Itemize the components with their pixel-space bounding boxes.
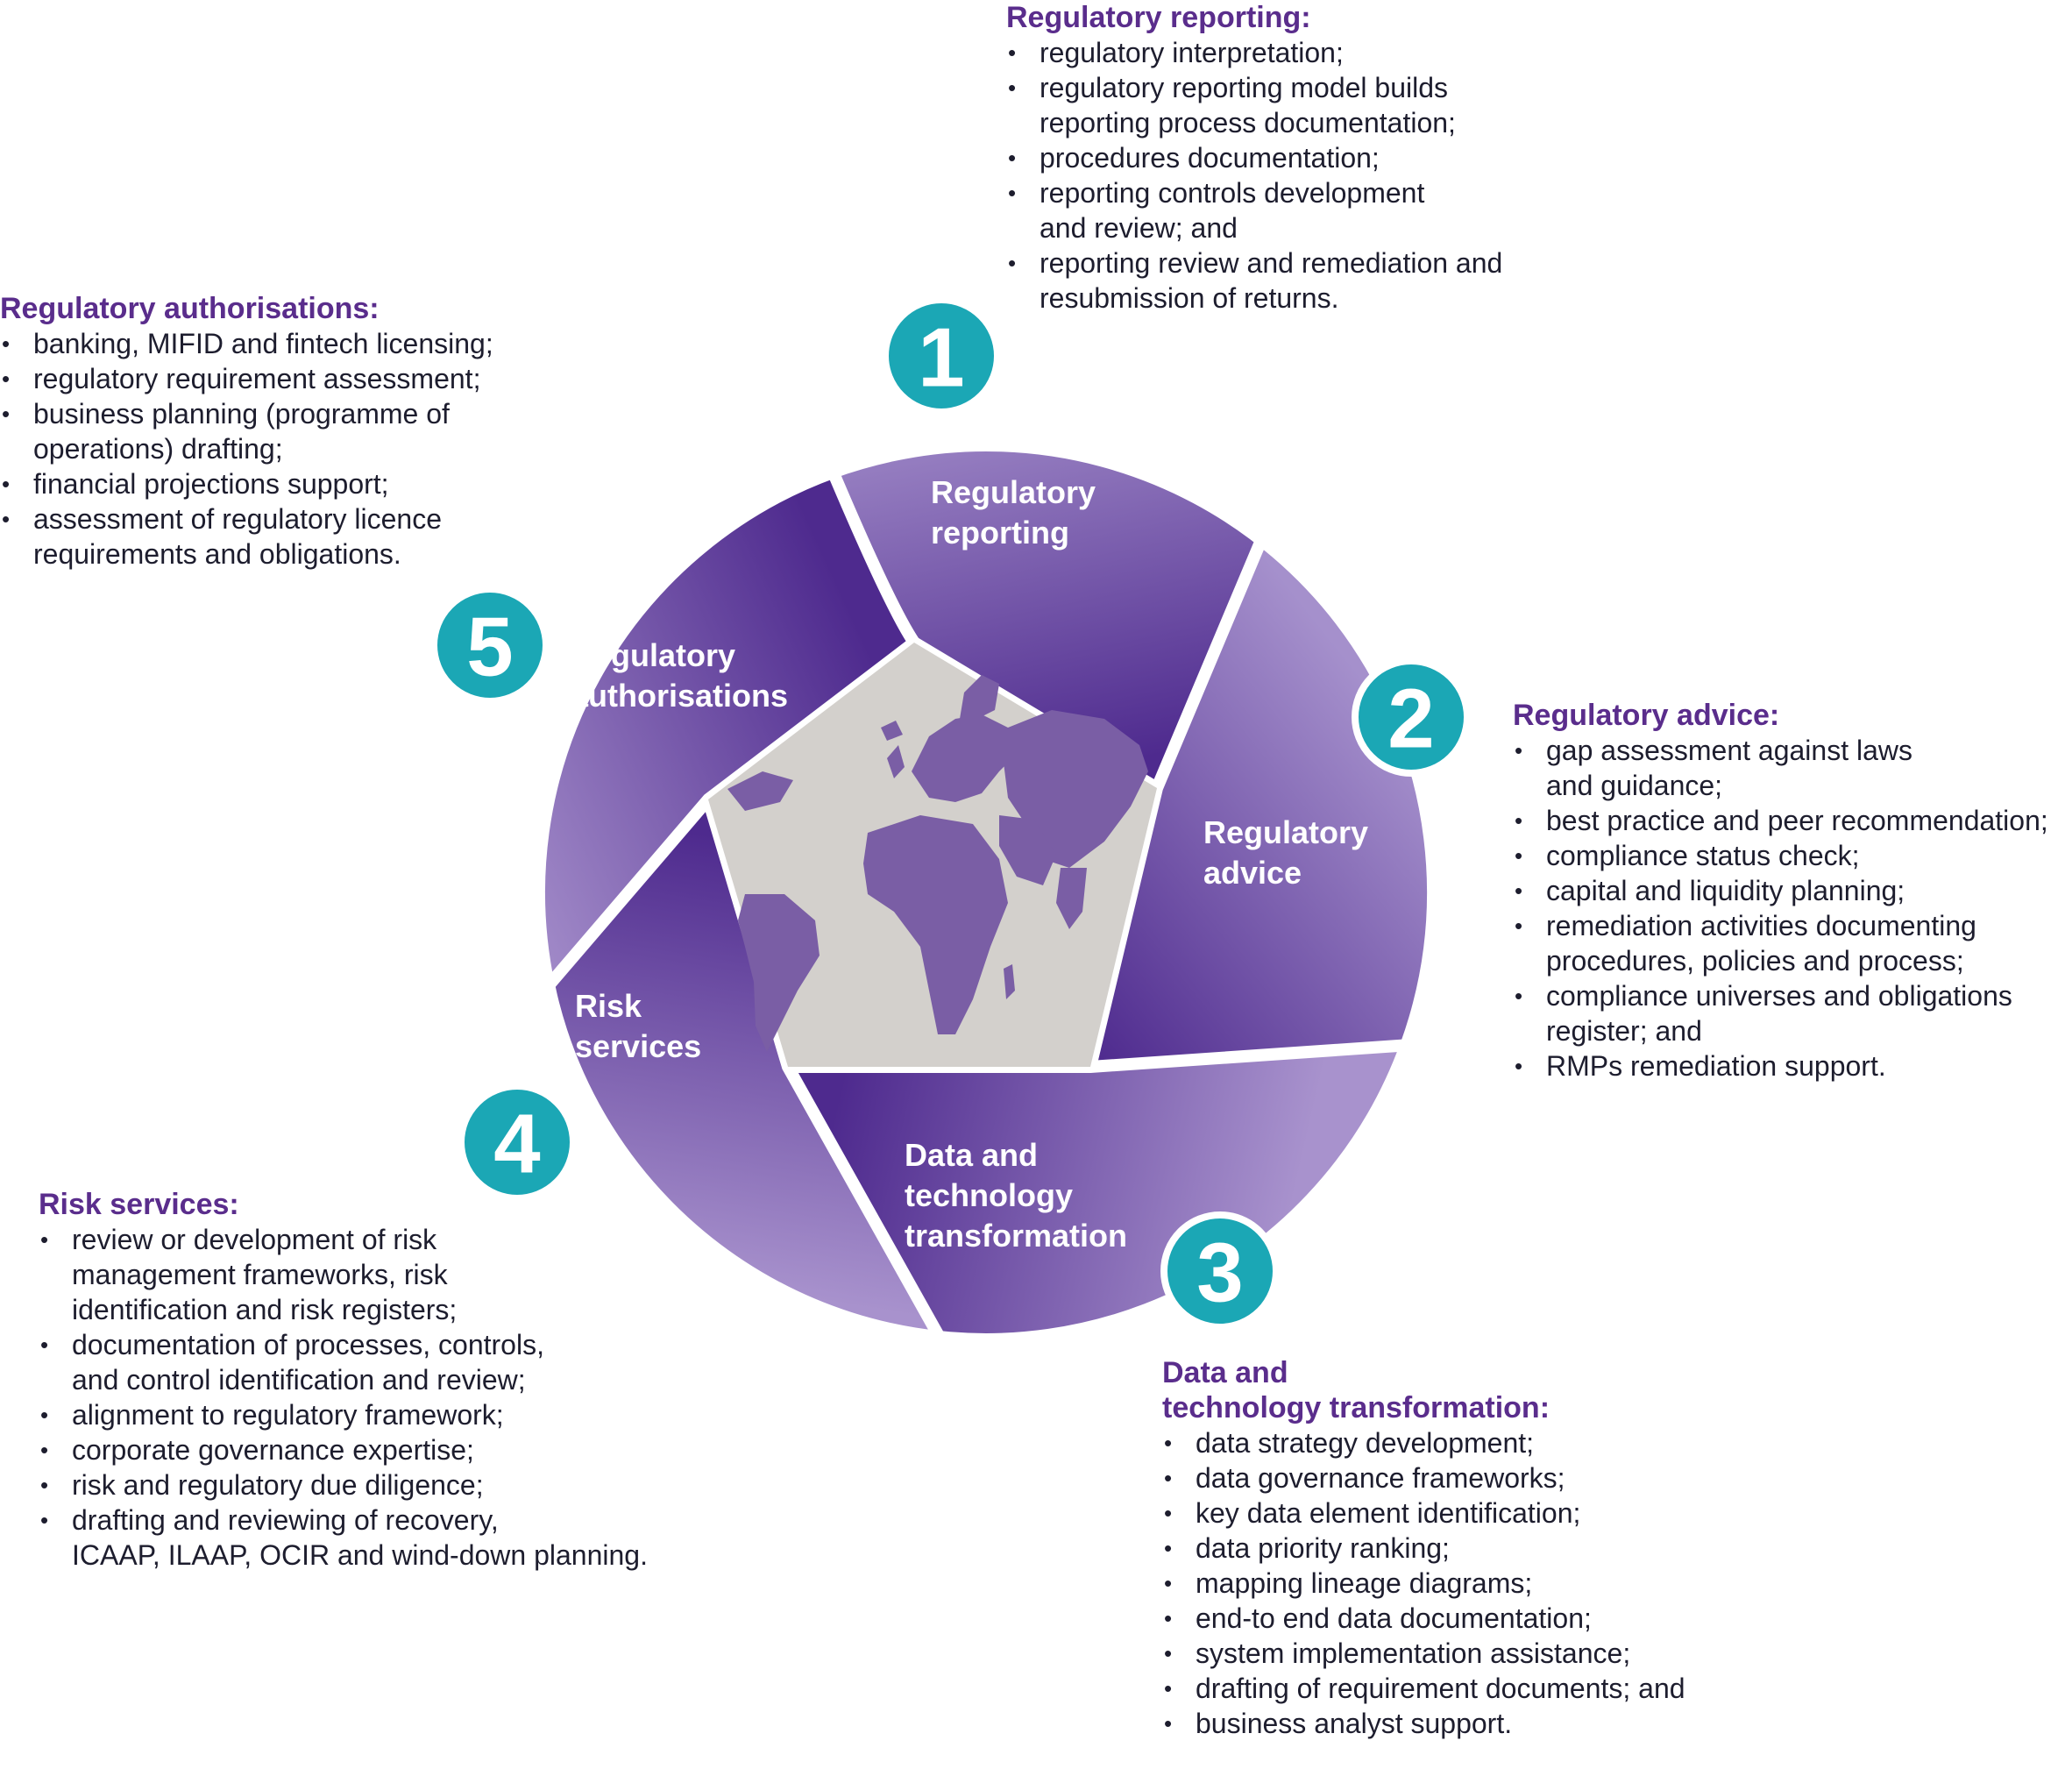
list-item: banking, MIFID and fintech licensing; <box>0 326 543 361</box>
list-item: key data element identification; <box>1162 1495 1758 1531</box>
svg-text:5: 5 <box>466 600 513 694</box>
panel-title: Risk services: <box>39 1188 239 1221</box>
svg-text:1: 1 <box>918 311 964 405</box>
segment-labels: Regulatory reporting Regulatory advice D… <box>571 474 1377 1254</box>
panel-title: Regulatory advice: <box>1513 699 1780 732</box>
bullet-list: review or development of risk management… <box>39 1222 670 1573</box>
list-item: remediation activities documenting proce… <box>1513 908 2070 978</box>
svg-text:4: 4 <box>493 1098 540 1191</box>
bullet-list: data strategy development; data governan… <box>1162 1425 1758 1741</box>
list-item: financial projections support; <box>0 466 543 501</box>
list-item: drafting of requirement documents; and <box>1162 1671 1758 1706</box>
bullet-list: gap assessment against laws and guidance… <box>1513 733 2070 1083</box>
list-item: reporting review and remediation and res… <box>1006 245 1602 316</box>
list-item: reporting controls development and revie… <box>1006 175 1602 245</box>
list-item: compliance universes and obligations reg… <box>1513 978 2070 1048</box>
list-item: mapping lineage diagrams; <box>1162 1566 1758 1601</box>
list-item: RMPs remediation support. <box>1513 1048 2070 1083</box>
bullet-list: banking, MIFID and fintech licensing; re… <box>0 326 543 572</box>
badge-3: 3 <box>1160 1211 1280 1331</box>
list-item: regulatory requirement assessment; <box>0 361 543 396</box>
segment-5 <box>533 465 920 991</box>
panel-title: Regulatory reporting: <box>1006 1 1311 34</box>
list-item: end-to end data documentation; <box>1162 1601 1758 1636</box>
continents <box>727 675 1148 1052</box>
segment-2-label: Regulatory advice <box>1203 814 1377 891</box>
svg-text:2: 2 <box>1387 672 1434 766</box>
segment-4-label: Risk services <box>575 988 701 1064</box>
list-item: system implementation assistance; <box>1162 1636 1758 1671</box>
list-item: documentation of processes, controls, an… <box>39 1327 670 1397</box>
svg-text:3: 3 <box>1196 1226 1243 1320</box>
panel-regulatory-reporting: Regulatory reporting: regulatory interpr… <box>1006 0 1602 316</box>
list-item: best practice and peer recommendation; <box>1513 803 2070 838</box>
panel-title: Regulatory authorisations: <box>0 292 380 325</box>
panel-regulatory-advice: Regulatory advice: gap assessment agains… <box>1513 698 2070 1083</box>
list-item: regulatory reporting model builds report… <box>1006 70 1602 140</box>
segment-5-label: Regulatory authorisations <box>571 637 788 714</box>
badge-2: 2 <box>1352 657 1471 777</box>
world-map <box>708 643 1157 1067</box>
list-item: drafting and reviewing of recovery, ICAA… <box>39 1502 670 1573</box>
list-item: data governance frameworks; <box>1162 1460 1758 1495</box>
badge-5: 5 <box>430 586 550 705</box>
list-item: compliance status check; <box>1513 838 2070 873</box>
list-item: review or development of risk management… <box>39 1222 670 1327</box>
list-item: risk and regulatory due diligence; <box>39 1467 670 1502</box>
list-item: data strategy development; <box>1162 1425 1758 1460</box>
panel-risk-services: Risk services: review or development of … <box>39 1187 670 1573</box>
list-item: regulatory interpretation; <box>1006 35 1602 70</box>
list-item: business planning (programme of operatio… <box>0 396 543 466</box>
bullet-list: regulatory interpretation; regulatory re… <box>1006 35 1602 316</box>
list-item: corporate governance expertise; <box>39 1432 670 1467</box>
segment-1-label: Regulatory reporting <box>931 474 1104 551</box>
list-item: business analyst support. <box>1162 1706 1758 1741</box>
list-item: data priority ranking; <box>1162 1531 1758 1566</box>
panel-data-technology: Data and technology transformation: data… <box>1162 1355 1758 1741</box>
list-item: alignment to regulatory framework; <box>39 1397 670 1432</box>
panel-regulatory-authorisations: Regulatory authorisations: banking, MIFI… <box>0 291 543 572</box>
list-item: procedures documentation; <box>1006 140 1602 175</box>
badge-1: 1 <box>882 296 1001 416</box>
list-item: capital and liquidity planning; <box>1513 873 2070 908</box>
list-item: gap assessment against laws and guidance… <box>1513 733 2070 803</box>
list-item: assessment of regulatory licence require… <box>0 501 543 572</box>
segment-3-label: Data and technology transformation <box>905 1137 1127 1254</box>
panel-title: Data and technology transformation: <box>1162 1356 1550 1424</box>
badge-4: 4 <box>458 1083 577 1202</box>
